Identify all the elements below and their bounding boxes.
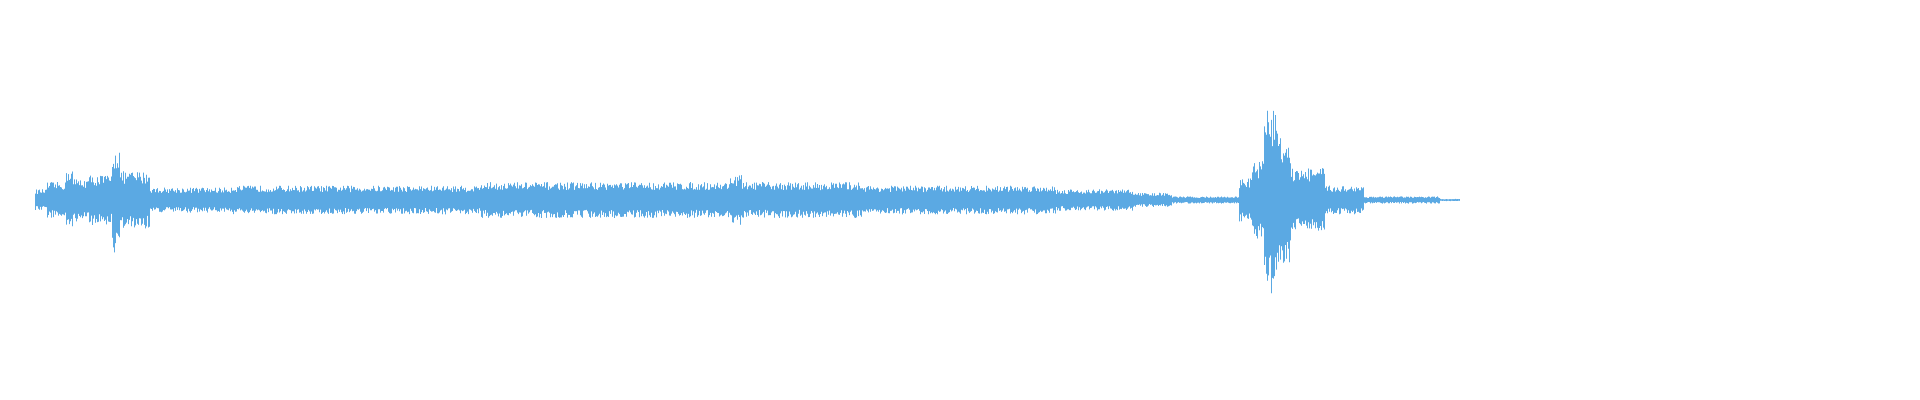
waveform-path — [35, 110, 1460, 294]
